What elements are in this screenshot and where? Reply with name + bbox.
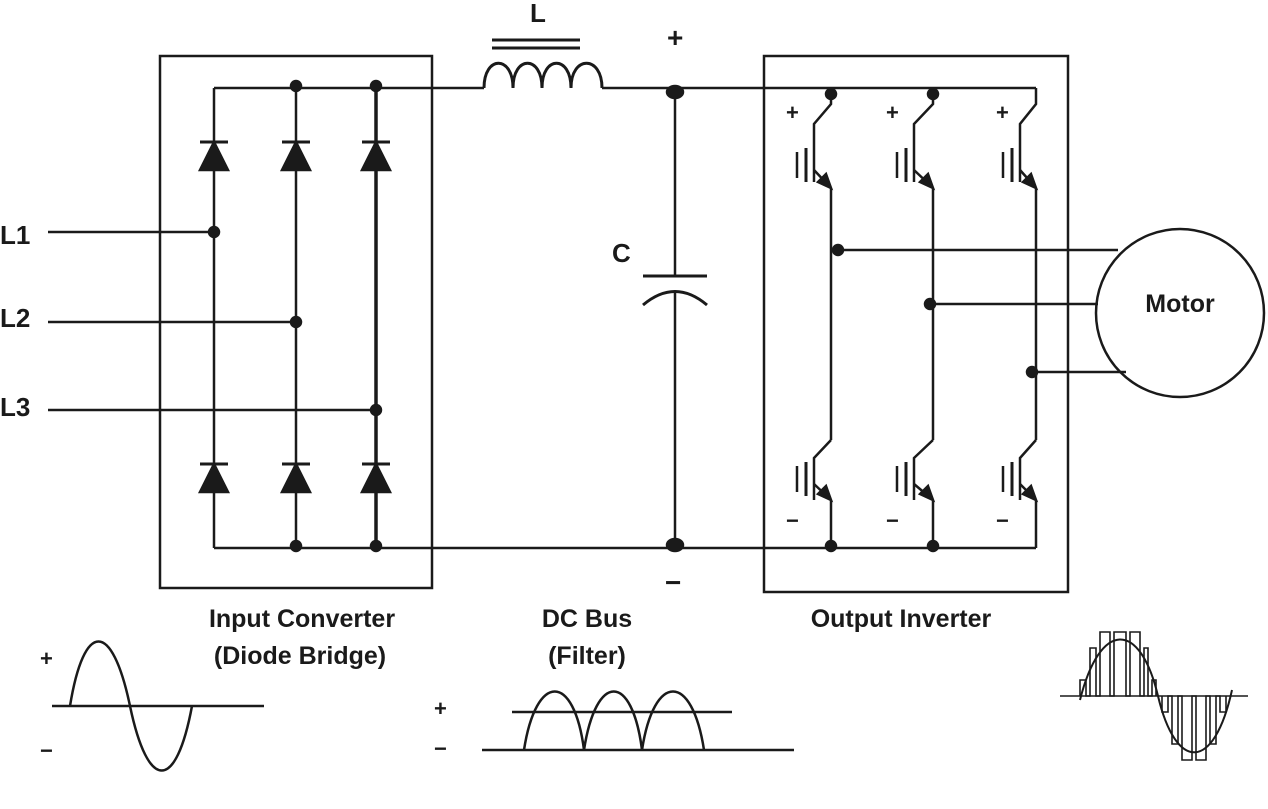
inductor-label: L <box>530 0 546 28</box>
capacitor-label: C <box>612 238 631 268</box>
inductor-coil <box>482 38 604 89</box>
switch-plus-2: + <box>886 100 899 125</box>
input-converter-title: Input Converter <box>209 605 395 633</box>
switch-minus-2: − <box>886 508 899 533</box>
ac-waveform-minus: − <box>40 738 53 763</box>
ac-waveform-plus: + <box>40 646 53 671</box>
diode-leg-1 <box>197 88 231 548</box>
dc-ripple-waveform <box>482 690 794 752</box>
bus-plus-sign: + <box>667 22 683 53</box>
diode-leg-2 <box>279 79 313 553</box>
switch-plus-1: + <box>786 100 799 125</box>
dc-waveform-plus: + <box>434 696 447 721</box>
dc-bus-title: DC Bus <box>542 605 632 633</box>
inverter-leg-3 <box>1001 88 1039 548</box>
ac-sine-waveform <box>52 640 264 772</box>
motor-phase-wires <box>831 243 1126 379</box>
input-label-l1: L1 <box>0 220 30 250</box>
switch-minus-1: − <box>786 508 799 533</box>
input-label-l2: L2 <box>0 303 30 333</box>
inverter-leg-1 <box>795 87 838 553</box>
input-label-l3: L3 <box>0 392 30 422</box>
dc-waveform-minus: − <box>434 736 447 761</box>
diode-leg-3 <box>359 79 393 553</box>
switch-plus-3: + <box>996 100 1009 125</box>
output-inverter-box <box>762 54 1070 594</box>
dc-bus-subtitle: (Filter) <box>548 642 626 670</box>
switch-minus-3: − <box>996 508 1009 533</box>
motor-circle <box>1094 227 1266 399</box>
capacitor <box>642 84 708 553</box>
pwm-output-waveform <box>1060 631 1248 761</box>
output-inverter-title: Output Inverter <box>811 605 992 633</box>
bus-minus-sign: − <box>665 567 681 598</box>
input-lines <box>48 230 376 412</box>
input-converter-subtitle: (Diode Bridge) <box>214 642 386 670</box>
motor-label: Motor <box>1145 290 1215 318</box>
inverter-leg-2 <box>895 87 940 553</box>
